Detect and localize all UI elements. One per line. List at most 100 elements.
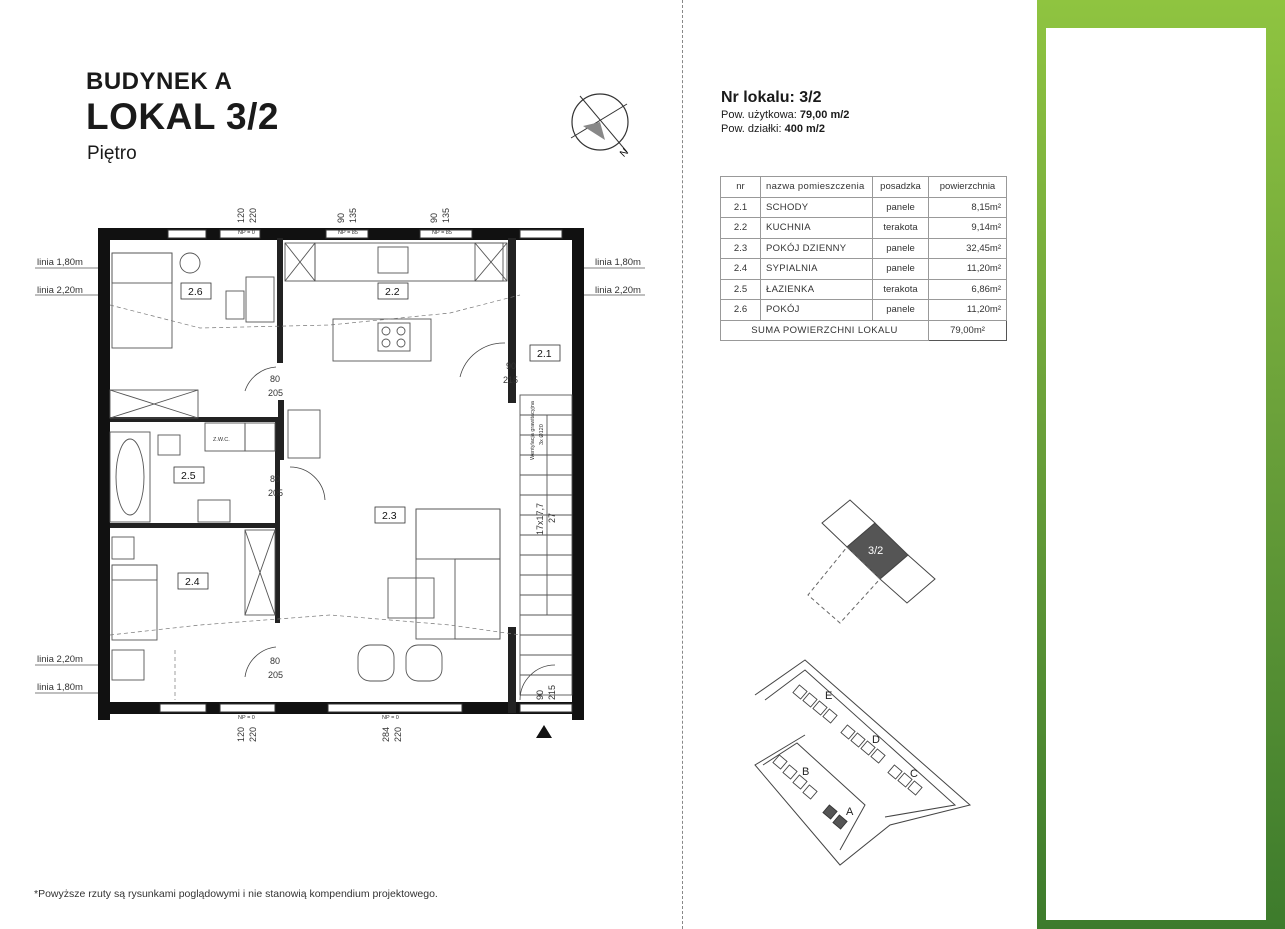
door-2-5-height: 205 [268, 488, 283, 498]
cell-floor: panele [872, 196, 929, 218]
key-plan-unit-label: 3/2 [868, 545, 883, 557]
cell-nr: 2.6 [720, 299, 761, 321]
site-building-b: B [802, 766, 809, 778]
table-row: 2.3 POKÓJ DZIENNY panele 32,45m² [720, 237, 1007, 259]
room-label-2-2: 2.2 [385, 286, 400, 298]
dim-bottom-1-a: 120 [236, 727, 246, 742]
footnote: *Powyższe rzuty są rysunkami poglądowymi… [34, 888, 438, 900]
table-row: 2.2 KUCHNIA terakota 9,14m² [720, 217, 1007, 239]
door-2-5-width: 80 [270, 474, 280, 484]
dim-top-3-a: 90 [429, 213, 439, 223]
col-area: powierzchnia [928, 176, 1007, 198]
rooms-table: nr nazwa pomieszczenia posadzka powierzc… [720, 176, 1007, 341]
dim-top-2-a: 90 [336, 213, 346, 223]
col-floor: posadzka [872, 176, 929, 198]
dim-top-1-a: 120 [236, 208, 246, 223]
cell-area: 11,20m² [928, 258, 1007, 280]
compass-icon: N [570, 93, 631, 160]
table-row: 2.4 SYPIALNIA panele 11,20m² [720, 258, 1007, 280]
cell-floor: panele [872, 237, 929, 259]
cell-area: 6,86m² [928, 278, 1007, 300]
green-panel-inner [1046, 28, 1266, 920]
cell-nr: 2.5 [720, 278, 761, 300]
line-label-left-top-2: linia 2,20m [37, 285, 83, 296]
room-label-2-3: 2.3 [382, 510, 397, 522]
cell-name: POKÓJ [760, 299, 873, 321]
line-label-right-top-2: linia 2,20m [595, 285, 641, 296]
site-building-e: E [825, 690, 832, 702]
page-divider [682, 0, 683, 929]
np-label-2: NP = 85 [338, 230, 358, 236]
cell-name: SCHODY [760, 196, 873, 218]
dim-bottom-3-a: 90 [535, 690, 545, 700]
table-row: 2.5 ŁAZIENKA terakota 6,86m² [720, 278, 1007, 300]
sum-label: SUMA POWIERZCHNI LOKALU [720, 319, 929, 341]
compass-letter: N [618, 147, 631, 160]
key-plan: 3/2 [807, 499, 936, 624]
plot-area-value: 400 m/2 [784, 123, 825, 135]
cell-floor: panele [872, 299, 929, 321]
vent-label-2: 3x Ø120 [539, 424, 545, 445]
line-label-right-top-1: linia 1,80m [595, 257, 641, 268]
room-label-2-1: 2.1 [537, 348, 552, 360]
rooms-table-header: nr nazwa pomieszczenia posadzka powierzc… [720, 176, 1007, 198]
cell-floor: terakota [872, 278, 929, 300]
cell-name: KUCHNIA [760, 217, 873, 239]
table-sum-row: SUMA POWIERZCHNI LOKALU 79,00m² [720, 319, 1007, 341]
cell-nr: 2.1 [720, 196, 761, 218]
cell-area: 9,14m² [928, 217, 1007, 239]
table-row: 2.6 POKÓJ panele 11,20m² [720, 299, 1007, 321]
door-2-1-width: 90 [506, 361, 516, 371]
site-plan: E D C B A [754, 659, 972, 866]
room-label-2-6: 2.6 [188, 286, 203, 298]
inner-walls [110, 238, 516, 713]
dim-bottom-3-b: 215 [547, 685, 557, 700]
door-2-6-height: 205 [268, 388, 283, 398]
usable-area-line: Pow. użytkowa: 79,00 m/2 [721, 109, 849, 121]
site-building-c: C [910, 768, 918, 780]
cell-area: 11,20m² [928, 299, 1007, 321]
dim-top-2-b: 135 [348, 208, 358, 223]
vent-label: Wentylacja grawitacyjna [530, 400, 536, 460]
dim-bottom-2-b: 220 [393, 727, 403, 742]
usable-area-label: Pow. użytkowa: [721, 109, 797, 121]
np-label-1: NP = 0 [238, 230, 255, 236]
cell-area: 32,45m² [928, 237, 1007, 259]
col-name: nazwa pomieszczenia [760, 176, 873, 198]
dim-top-1-b: 220 [248, 208, 258, 223]
cell-area: 8,15m² [928, 196, 1007, 218]
dim-bottom-1-b: 220 [248, 727, 258, 742]
col-nr: nr [720, 176, 761, 198]
door-swings [244, 342, 556, 701]
cell-floor: terakota [872, 217, 929, 239]
usable-area-value: 79,00 m/2 [799, 109, 850, 121]
unit-number-title: Nr lokalu: 3/2 [721, 89, 822, 106]
cell-nr: 2.2 [720, 217, 761, 239]
dim-top-3-b: 135 [441, 208, 451, 223]
door-2-4-width: 80 [270, 656, 280, 666]
plot-area-line: Pow. działki: 400 m/2 [721, 123, 825, 135]
dim-bottom-2-a: 284 [381, 727, 391, 742]
stairs-dim-2: 27 [547, 513, 557, 523]
cell-floor: panele [872, 258, 929, 280]
room-label-2-5: 2.5 [181, 470, 196, 482]
wc-label: Z.W.C. [213, 437, 230, 443]
line-label-left-bottom-2: linia 1,80m [37, 682, 83, 693]
building-title: BUDYNEK A [86, 68, 233, 95]
plot-area-label: Pow. działki: [721, 123, 782, 135]
cell-name: ŁAZIENKA [760, 278, 873, 300]
floor-plan: linia 1,80m linia 2,20m linia 1,80m lini… [35, 208, 645, 742]
line-label-left-bottom-1: linia 2,20m [37, 654, 83, 665]
unit-title: LOKAL 3/2 [86, 96, 279, 137]
cell-name: POKÓJ DZIENNY [760, 237, 873, 259]
np-label-3: NP = 85 [432, 230, 452, 236]
site-building-a: A [846, 806, 854, 818]
slope-lines [109, 294, 521, 700]
stairs-dim: 17x17,7 [535, 503, 545, 535]
table-row: 2.1 SCHODY panele 8,15m² [720, 196, 1007, 218]
door-2-1-height: 215 [503, 375, 518, 385]
sum-value: 79,00m² [928, 319, 1007, 341]
floor-label: Piętro [87, 143, 137, 164]
cell-nr: 2.4 [720, 258, 761, 280]
door-2-6-width: 80 [270, 374, 280, 384]
